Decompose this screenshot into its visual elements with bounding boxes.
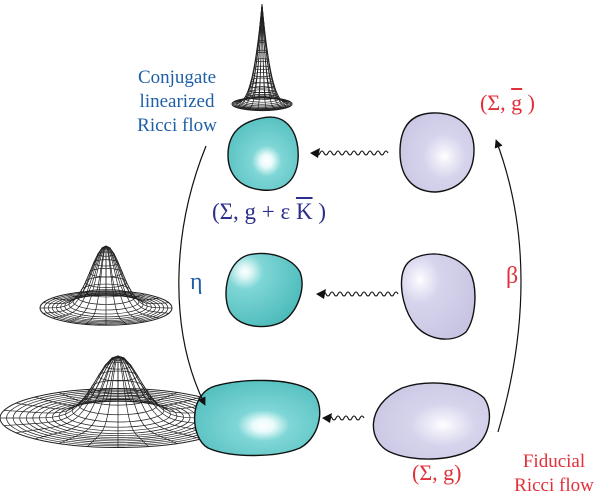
wavy-arrow-bottom-head (322, 413, 332, 423)
teal-blob-middle (225, 252, 303, 328)
lavender-blob-bottom (372, 382, 491, 460)
mesh-spoke (3, 355, 119, 414)
eta-label: η (190, 269, 203, 295)
lavender-blob-middle (400, 253, 476, 340)
mesh-spoke (58, 355, 119, 444)
bump-mesh-middle (39, 245, 173, 326)
spike-mesh-top (231, 3, 293, 112)
mesh-spoke (67, 245, 107, 298)
mesh-spoke (34, 355, 119, 440)
mesh-spoke (58, 355, 119, 404)
conjugate-line-3: Ricci flow (137, 115, 217, 136)
mesh-spoke (85, 245, 107, 297)
beta-label: β (506, 263, 519, 289)
sigma-g-label: (Σ, g) (412, 460, 462, 485)
fiducial-line-1: Fiducial (522, 451, 586, 472)
mesh-spoke (34, 355, 119, 407)
mesh-spoke (261, 3, 278, 100)
teal-blob-bottom (193, 379, 321, 457)
mesh-spoke (52, 245, 107, 301)
eta-flow-arrow (178, 145, 207, 406)
mesh-spoke (105, 245, 145, 298)
wavy-arrow-top-head (310, 148, 320, 158)
mesh-spoke (117, 355, 202, 440)
mesh-spoke (256, 3, 263, 99)
mesh-spoke (43, 245, 107, 304)
mesh-spoke (117, 355, 178, 404)
mesh-spoke (233, 3, 263, 103)
wavy-arrow-top (315, 150, 389, 156)
mesh-spoke (67, 245, 107, 323)
mesh-spoke (105, 245, 145, 323)
mesh-spoke (105, 245, 127, 297)
mesh-spoke (261, 3, 291, 103)
mesh-spoke (117, 355, 178, 444)
sigma-g-eps-close: ) (312, 199, 326, 224)
sigma-g-eps-k: K (295, 199, 313, 224)
mesh-spoke (105, 245, 169, 304)
fiducial-line-2: Ricci flow (514, 475, 594, 496)
sigma-gbar-g: g (511, 90, 523, 115)
conjugate-line-1: Conjugate (137, 67, 217, 88)
beta-flow-arrow (494, 139, 522, 433)
mesh-spoke (87, 355, 119, 447)
sigma-gbar-label: (Σ, g ) (480, 92, 535, 114)
fiducial-label: Fiducial Ricci flow (504, 450, 604, 498)
conjugate-label: Conjugate linearized Ricci flow (124, 66, 230, 138)
sigma-g-eps-k-label: (Σ, g + ε K ) (212, 200, 326, 223)
mesh-spoke (117, 355, 149, 447)
mesh-spoke (87, 355, 119, 403)
mesh-spoke (85, 245, 107, 325)
mesh-spoke (105, 245, 160, 301)
wavy-arrow-bottom (327, 415, 365, 421)
mesh-spoke (43, 245, 107, 314)
wavy-arrow-middle-head (316, 289, 326, 299)
conjugate-line-2: linearized (139, 91, 215, 112)
mesh-spoke (15, 355, 119, 410)
mesh-spoke (105, 245, 160, 319)
sigma-g-eps-open: (Σ, g + ε (212, 199, 296, 224)
wavy-arrow-middle (321, 291, 399, 297)
mesh-spoke (246, 3, 263, 100)
sigma-gbar-close: ) (522, 90, 535, 115)
mesh-spoke (52, 245, 107, 319)
mesh-spoke (238, 3, 263, 101)
sigma-gbar-open: (Σ, (480, 90, 512, 115)
mesh-spoke (105, 245, 169, 314)
teal-blob-top (227, 116, 299, 191)
mesh-spoke (261, 3, 268, 99)
lavender-blob-top (399, 112, 475, 193)
mesh-spoke (105, 245, 127, 325)
